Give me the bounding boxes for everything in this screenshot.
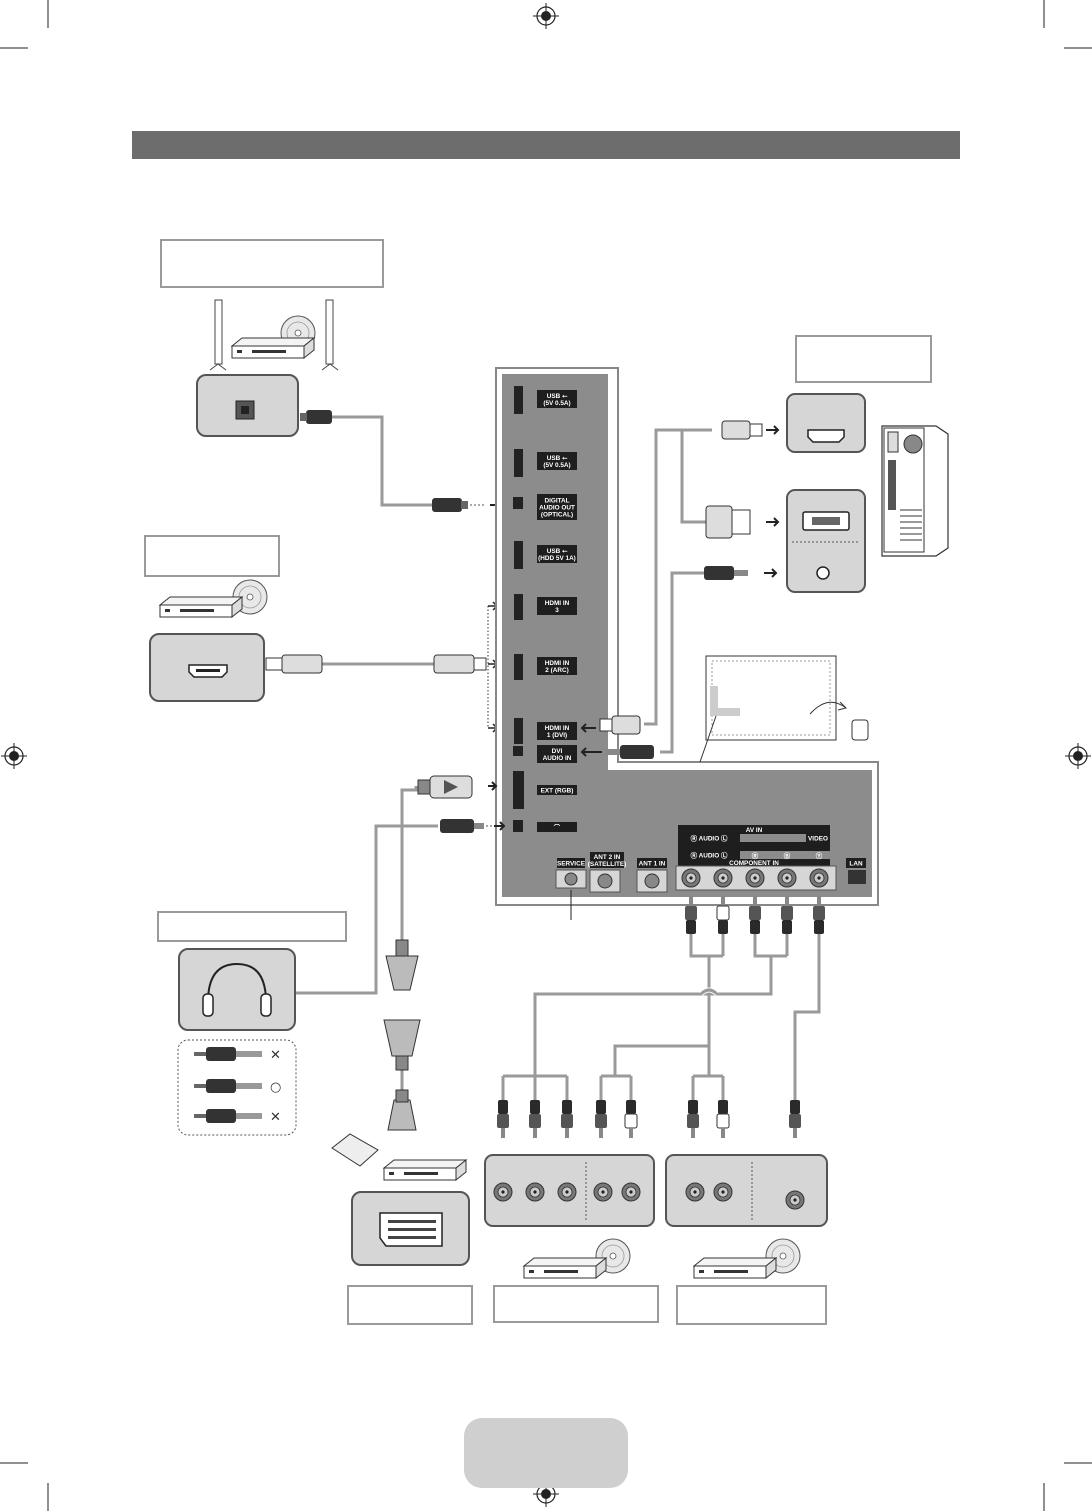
bottom-port-label-text: SERVICE (557, 861, 586, 868)
side-port-label-text: ⌒ (553, 823, 561, 832)
bottom-port-label-text: ANT 2 IN (594, 854, 621, 861)
optical-cable (300, 410, 502, 512)
side-port-label: HDMI IN2 (ARC) (537, 657, 577, 675)
bottom-port-label: LAN (846, 858, 866, 868)
side-port-label: HDMI IN3 (537, 597, 577, 615)
tv-back-icon (699, 655, 869, 763)
side-port-label-text: HDMI IN (545, 600, 570, 607)
bottom-port-label: AV IN (678, 825, 830, 834)
dvd-player-icon (523, 1238, 801, 1279)
crosshair-circle-icon (0, 742, 28, 770)
headphones-icon (178, 948, 296, 1031)
bottom-port-label-text: ANT 1 IN (639, 861, 666, 868)
side-port-label-text: (OPTICAL) (541, 512, 573, 519)
section-header-bar (132, 131, 960, 159)
side-port-label-text: USB ⭠ (547, 393, 567, 400)
side-port-labels: USB ⭠(5V 0.5A)USB ⭠(5V 0.5A)DIGITALAUDIO… (537, 390, 577, 832)
side-port-label-text: USB ⭠ (547, 455, 567, 462)
bottom-port-label-text: AV IN (746, 827, 763, 834)
side-port-label-text: DIGITAL (544, 498, 569, 505)
bottom-port-label-text: LAN (849, 861, 863, 868)
side-port-label-text: 2 (ARC) (545, 667, 568, 674)
side-port-label-text: EXT (RGB) (541, 788, 574, 795)
hdmi-cable (265, 601, 499, 733)
plug-mark: ○ (270, 1080, 281, 1095)
side-port-label-text: (5V 0.5A) (543, 462, 570, 469)
component-symbol: Ⓡ (752, 851, 759, 860)
side-port-label: USB ⭠(HDD 5V 1A) (537, 545, 577, 563)
bottom-port-label: VIDEO (806, 834, 830, 843)
bottom-port-label-text: COMPONENT IN (729, 860, 779, 867)
side-port-label-text: HDMI IN (545, 660, 570, 667)
component-symbol: Ⓑ (784, 851, 791, 860)
component-symbol-row (678, 842, 830, 851)
side-port-label: USB ⭠(5V 0.5A) (537, 452, 577, 470)
home-theater-icon (209, 299, 339, 371)
side-port-label: HDMI IN1 (DVI) (537, 722, 577, 740)
bottom-port-label: ANT 2 IN(SATELLITE) (588, 852, 627, 868)
plug-mark: ✕ (270, 1110, 281, 1125)
bottom-port-label: Ⓡ AUDIO Ⓛ (678, 851, 740, 860)
bottom-port-label-text: VIDEO (808, 836, 828, 843)
side-port-label-text: 3 (555, 607, 559, 614)
bottom-port-label: SERVICE (557, 858, 586, 868)
pc-tower-icon (881, 425, 949, 557)
side-port-label-text: (HDD 5V 1A) (538, 555, 576, 562)
bottom-port-label-text: Ⓡ AUDIO Ⓛ (691, 851, 728, 860)
headphone-plug-types: ✕ ○ ✕ (177, 1039, 297, 1136)
pc-port-closeups (786, 393, 866, 593)
bottom-port-label-text: Ⓡ AUDIO Ⓛ (691, 834, 728, 843)
optical-port-closeup (196, 374, 299, 437)
av-port-closeup (665, 1154, 828, 1227)
headphone-cable (296, 819, 506, 995)
side-port-label-text: HDMI IN (545, 725, 570, 732)
side-port-label: ⌒ (537, 822, 577, 832)
label-boxes (144, 239, 932, 1325)
plug-mark: ✕ (270, 1048, 281, 1063)
pc-cables (580, 420, 780, 759)
bottom-port-label-text: (SATELLITE) (588, 861, 627, 868)
side-port-label-text: USB ⭠ (547, 548, 567, 555)
side-port-label-text: DVI (552, 748, 563, 755)
rca-cables (497, 895, 825, 1139)
component-port-closeup (484, 1154, 655, 1227)
side-port-label-text: AUDIO OUT (539, 505, 575, 512)
side-port-label-text: 1 (DVI) (547, 732, 567, 739)
crosshair-circle-icon (1064, 742, 1092, 770)
side-port-label-text: AUDIO IN (543, 755, 572, 762)
dvd-player-icon (159, 579, 268, 618)
side-port-label-text: (5V 0.5A) (543, 400, 570, 407)
page-number-tab (464, 1418, 628, 1488)
bottom-port-label: ANT 1 IN (637, 858, 667, 868)
bottom-port-label: Ⓡ AUDIO Ⓛ (678, 834, 740, 843)
crosshair-circle-icon (532, 2, 560, 30)
bottom-jacks (555, 865, 866, 920)
scart-connector-icon (331, 775, 498, 1266)
hdmi-port-closeup (149, 633, 265, 702)
side-port-label: EXT (RGB) (537, 785, 577, 795)
tv-side-panel (495, 367, 879, 906)
bottom-port-label: COMPONENT IN (678, 859, 830, 867)
side-port-label: USB ⭠(5V 0.5A) (537, 390, 577, 408)
component-symbol: Ⓨ (816, 851, 823, 860)
